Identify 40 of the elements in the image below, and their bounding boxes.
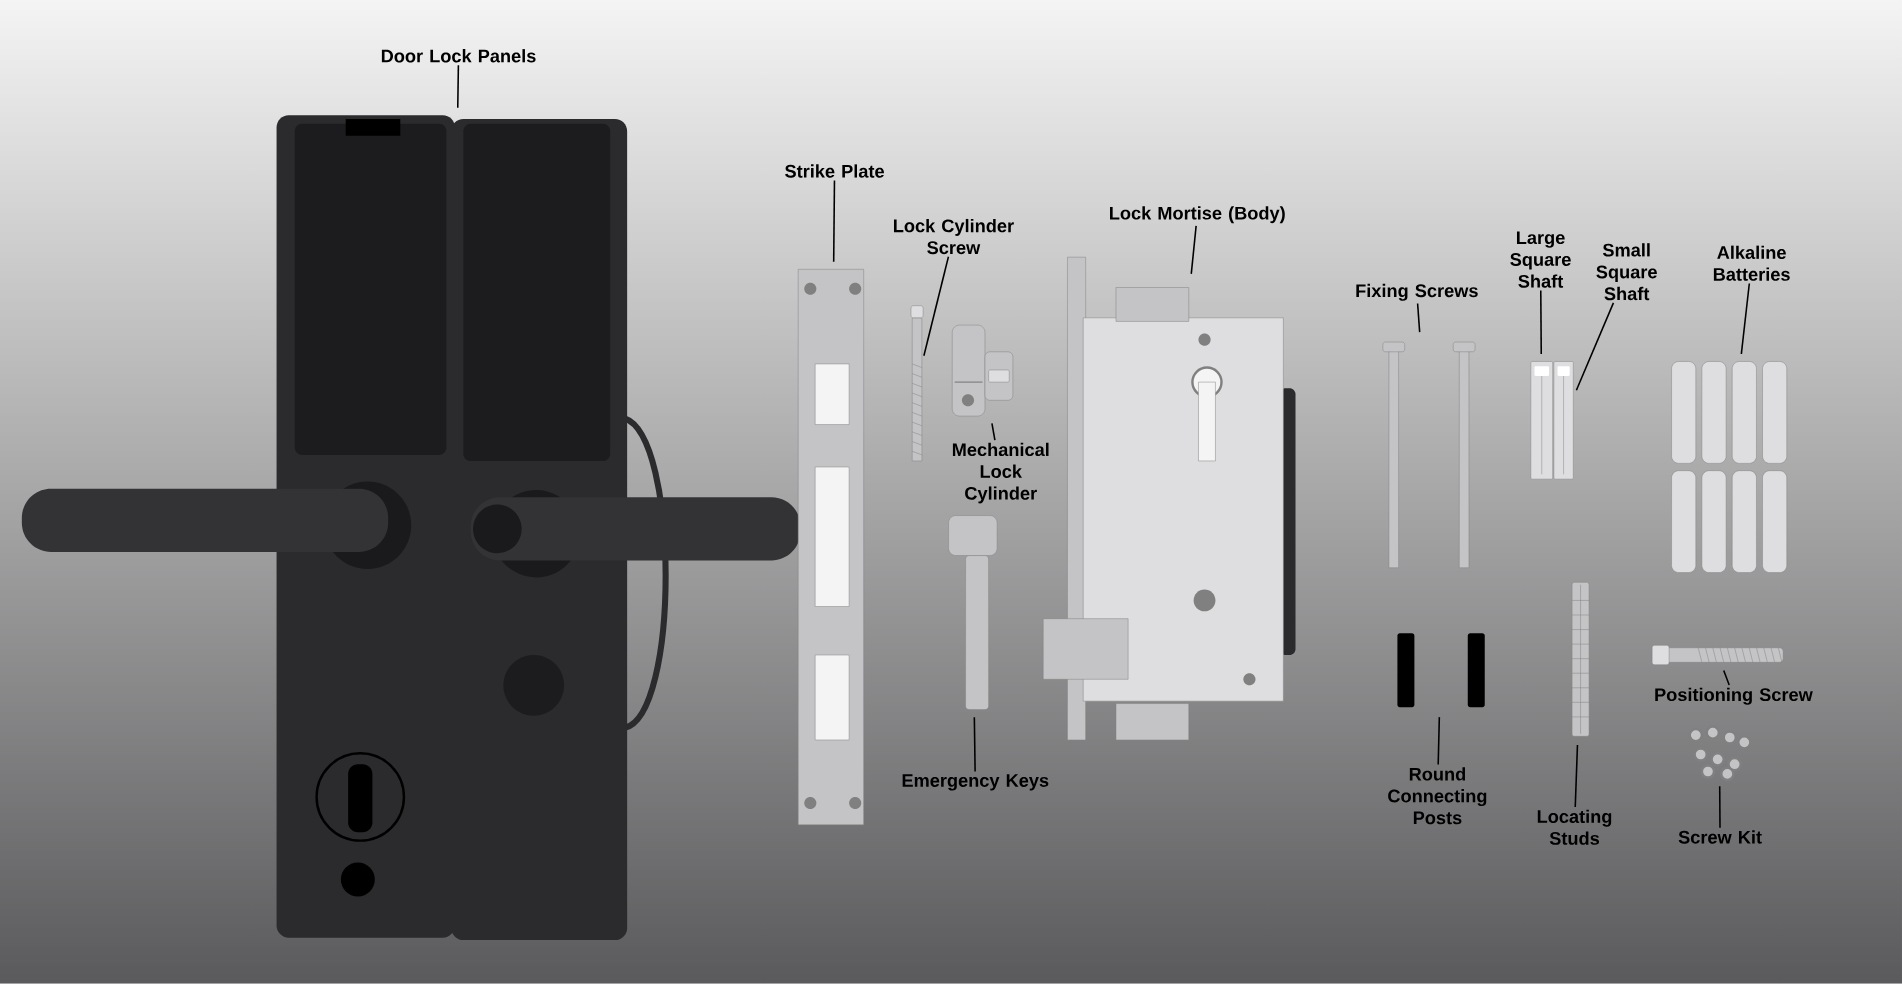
part-label: Strike Plate xyxy=(785,164,884,178)
square-shaft-drawing xyxy=(1553,361,1574,480)
leader-line xyxy=(973,716,976,773)
screw-drawing xyxy=(910,305,924,462)
screw-drawing xyxy=(1688,725,1752,782)
post-drawing xyxy=(1397,633,1485,708)
part-label: Positioning Screw xyxy=(1655,687,1813,705)
leader-line xyxy=(1437,716,1441,766)
leader-line xyxy=(456,64,460,109)
leader-line xyxy=(1718,785,1721,829)
part-label: Lock Mortise (Body) xyxy=(1110,206,1285,224)
screw-drawing xyxy=(1382,341,1476,569)
part-label: Lock Cylinder Screw xyxy=(894,219,1014,255)
part-label: Emergency Keys xyxy=(902,774,1049,791)
leader-line xyxy=(1574,744,1579,808)
leader-line xyxy=(1540,289,1543,355)
part-label: Door Lock Panels xyxy=(381,49,536,63)
part-label: Round Connecting Posts xyxy=(1388,767,1487,825)
lock-cylinder-drawing xyxy=(952,324,1014,417)
leader-line xyxy=(1740,282,1751,355)
part-label: Large Square Shaft xyxy=(1510,231,1571,288)
leader-line xyxy=(991,422,996,441)
part-label: Mechanical Lock Cylinder xyxy=(952,442,1049,504)
part-label: Screw Kit xyxy=(1678,830,1762,844)
square-shaft-drawing xyxy=(1530,361,1553,480)
leader-line xyxy=(923,256,950,357)
stud-drawing xyxy=(1571,582,1590,737)
part-label: Small Square Shaft xyxy=(1596,243,1657,301)
leader-line xyxy=(1575,302,1615,392)
part-label: Alkaline Batteries xyxy=(1713,245,1790,281)
leader-line xyxy=(1190,225,1197,275)
key-drawing xyxy=(948,515,998,710)
leader-line xyxy=(1416,302,1421,334)
leader-line xyxy=(1722,669,1730,686)
screw-drawing xyxy=(1651,645,1784,666)
battery-drawing xyxy=(1671,361,1788,573)
part-label: Fixing Screws xyxy=(1356,283,1478,301)
strike-plate-drawing xyxy=(797,269,864,826)
part-label: Locating Studs xyxy=(1537,809,1612,845)
leader-line xyxy=(832,179,836,263)
